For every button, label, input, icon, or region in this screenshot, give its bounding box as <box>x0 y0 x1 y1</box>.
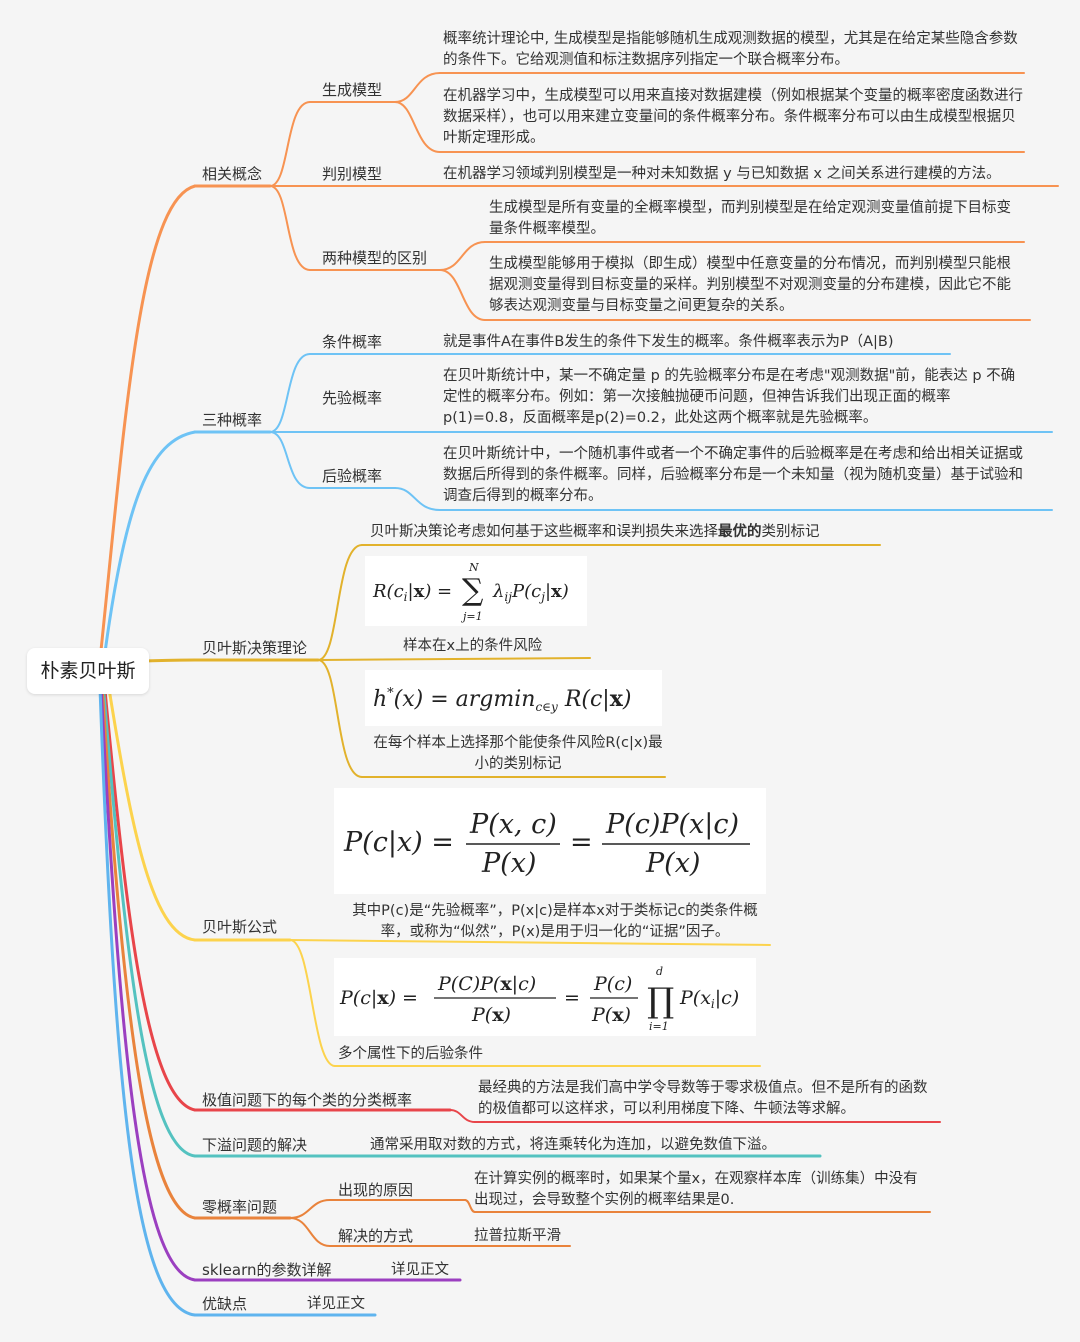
branch-decision-theory[interactable]: 贝叶斯决策理论 <box>202 639 308 657</box>
branch-related-concepts-lines <box>98 72 1059 662</box>
model-difference-text-1: 生成模型是所有变量的全概率模型，而判别模型是在给定观测变量值前提下目标变量条件概… <box>489 200 1011 237</box>
node-posterior-probability[interactable]: 后验概率 <box>322 467 383 485</box>
optimal-classifier-formula: h*(x) = argminc∈y R(c|x) <box>365 670 662 726</box>
branch-three-probabilities[interactable]: 三种概率 <box>202 411 263 429</box>
prior-probability-text: 在贝叶斯统计中，某一不确定量 p 的先验概率分布是在考虑"观测数据"前，能表达 … <box>443 368 1016 426</box>
svg-text:P(c|x) =: P(c|x) = <box>343 827 454 858</box>
branch-extremum-classification[interactable]: 极值问题下的每个类的分类概率 <box>202 1091 413 1109</box>
branch-extremum-lines <box>102 678 941 1123</box>
multi-attribute-posterior-formula: P(c|x) = P(C)P(x|c) P(x) = P(c) P(x) d ∏… <box>334 958 756 1036</box>
node-conditional-probability[interactable]: 条件概率 <box>322 333 383 351</box>
branch-underflow-lines <box>101 680 822 1158</box>
branch-pros-cons-lines <box>98 686 377 1317</box>
svg-text:P(c): P(c) <box>593 973 632 995</box>
decision-theory-intro: 贝叶斯决策论考虑如何基于这些概率和误判损失来选择最优的类别标记 <box>370 522 890 543</box>
cause-text: 在计算实例的概率时，如果某个量x，在观察样本库（训练集）中没有出现过，会导致整个… <box>474 1171 918 1208</box>
svg-text:P(x): P(x) <box>481 848 536 879</box>
extremum-text: 最经典的方法是我们高中学令导数等于零求极值点。但不是所有的函数的极值都可以这样求… <box>478 1080 928 1117</box>
node-cause[interactable]: 出现的原因 <box>338 1181 414 1199</box>
intro-text-a: 贝叶斯决策论考虑如何基于这些概率和误判损失来选择 <box>370 524 718 540</box>
svg-text:P(x, c): P(x, c) <box>469 809 557 840</box>
svg-text:∑: ∑ <box>462 573 484 608</box>
model-difference-text-2: 生成模型能够用于模拟（即生成）模型中任意变量的分布情况，而判别模型只能根据观测变… <box>489 256 1011 314</box>
bayes-theorem-formula: P(c|x) = P(x, c) P(x) = P(c)P(x|c) P(x) <box>334 788 766 894</box>
generative-model-text-2: 在机器学习中，生成模型可以用来直接对数据建模（例如根据某个变量的概率密度函数进行… <box>443 88 1023 146</box>
branch-sklearn-params[interactable]: sklearn的参数详解 <box>202 1261 332 1279</box>
root-node[interactable]: 朴素贝叶斯 <box>27 648 149 694</box>
svg-text:P(C)P(x|c): P(C)P(x|c) <box>437 973 536 995</box>
branch-underflow[interactable]: 下溢问题的解决 <box>202 1136 308 1154</box>
intro-text-c: 类别标记 <box>761 524 820 540</box>
posterior-probability-text: 在贝叶斯统计中，一个随机事件或者一个不确定事件的后验概率是在考虑和给出相关证据或… <box>443 446 1023 504</box>
svg-text:λijP(cj|x): λijP(cj|x) <box>492 581 569 604</box>
generative-model-text-1: 概率统计理论中, 生成模型是指能够随机生成观测数据的模型，尤其是在给定某些隐含参… <box>443 31 1018 68</box>
conditional-risk-caption: 样本在x上的条件风险 <box>403 638 543 654</box>
svg-text:P(xi|c): P(xi|c) <box>679 987 739 1011</box>
node-model-difference[interactable]: 两种模型的区别 <box>322 249 428 267</box>
discriminative-model-text: 在机器学习领域判别模型是一种对未知数据 y 与已知数据 x 之间关系进行建模的方… <box>443 166 1001 182</box>
optimal-classifier-caption: 在每个样本上选择那个能使条件风险R(c|x)最小的类别标记 <box>373 735 663 772</box>
branch-related-concepts[interactable]: 相关概念 <box>202 165 263 183</box>
sklearn-text: 详见正文 <box>391 1262 449 1278</box>
branch-bayes-formula-lines <box>104 668 771 1067</box>
conditional-probability-text: 就是事件A在事件B发生的条件下发生的概率。条件概率表示为P（A|B) <box>443 334 894 350</box>
pros-cons-text: 详见正文 <box>307 1296 365 1312</box>
svg-text:i=1: i=1 <box>649 1020 669 1033</box>
node-prior-probability[interactable]: 先验概率 <box>322 389 383 407</box>
conditional-risk-formula: R(ci|x) = N ∑ j=1 λijP(cj|x) <box>365 556 587 626</box>
underflow-text: 通常采用取对数的方式，将连乘转化为连加，以避免数值下溢。 <box>370 1137 776 1153</box>
intro-text-bold: 最优的 <box>718 524 762 540</box>
bayes-theorem-caption: 其中P(c)是“先验概率”，P(x|c)是样本x对于类标记c的类条件概率，或称为… <box>352 903 758 940</box>
svg-text:N: N <box>468 561 479 574</box>
branch-bayes-formula[interactable]: 贝叶斯公式 <box>202 918 278 936</box>
svg-text:P(x): P(x) <box>645 848 700 879</box>
branch-zero-probability-lines <box>100 682 931 1247</box>
branch-pros-cons[interactable]: 优缺点 <box>202 1295 248 1313</box>
svg-text:∏: ∏ <box>647 981 674 1021</box>
branch-zero-probability[interactable]: 零概率问题 <box>202 1198 278 1216</box>
solution-text: 拉普拉斯平滑 <box>474 1228 561 1244</box>
branch-three-probabilities-lines <box>102 353 1053 662</box>
svg-text:P(x): P(x) <box>471 1004 511 1026</box>
node-solution[interactable]: 解决的方式 <box>338 1227 414 1245</box>
node-generative-model[interactable]: 生成模型 <box>322 81 383 99</box>
svg-text:=: = <box>570 827 593 858</box>
svg-text:d: d <box>656 965 663 978</box>
svg-text:P(c|x) =: P(c|x) = <box>339 987 418 1009</box>
svg-text:P(c)P(x|c): P(c)P(x|c) <box>605 809 739 840</box>
multi-attribute-caption: 多个属性下的后验条件 <box>338 1046 483 1062</box>
svg-text:h*(x) = argminc∈y R(c|x): h*(x) = argminc∈y R(c|x) <box>373 686 631 714</box>
node-discriminative-model[interactable]: 判别模型 <box>322 165 383 183</box>
branch-sklearn-lines <box>99 684 462 1282</box>
svg-text:R(ci|x) =: R(ci|x) = <box>372 581 452 604</box>
svg-text:P(x): P(x) <box>591 1004 631 1026</box>
svg-text:=: = <box>564 987 580 1009</box>
svg-text:j=1: j=1 <box>460 610 483 623</box>
